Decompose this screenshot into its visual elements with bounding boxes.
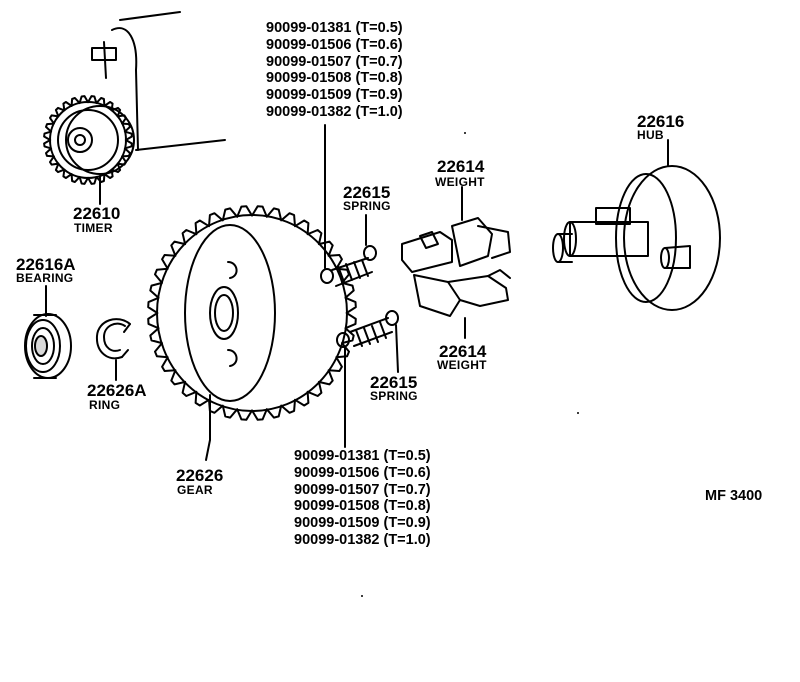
bearing-part: [24, 285, 72, 379]
ring-number: 22626A: [87, 381, 147, 400]
timer-part: [43, 11, 226, 185]
shim-list-upper: 90099-01381 (T=0.5) 90099-01506 (T=0.6) …: [266, 20, 403, 121]
timer-number: 22610: [73, 204, 121, 223]
shim-item: 90099-01508 (T=0.8): [294, 498, 431, 515]
shim-item: 90099-01509 (T=0.9): [294, 515, 431, 532]
weight-lower-number: 22614: [439, 342, 487, 361]
timer-name: TIMER: [74, 221, 113, 235]
weights-part: [401, 186, 511, 339]
weight-upper-name: WEIGHT: [435, 175, 485, 189]
shim-item: 90099-01507 (T=0.7): [266, 53, 403, 70]
shim-item: 90099-01382 (T=1.0): [294, 531, 431, 548]
weight-upper-number: 22614: [437, 157, 485, 176]
shim-item: 90099-01508 (T=0.8): [266, 70, 403, 87]
shims-and-springs: [320, 124, 399, 448]
shim-item: 90099-01506 (T=0.6): [294, 464, 431, 481]
shim-list-lower: 90099-01381 (T=0.5) 90099-01506 (T=0.6) …: [294, 448, 431, 549]
shim-item: 90099-01509 (T=0.9): [266, 87, 403, 104]
shim-item: 90099-01381 (T=0.5): [294, 448, 431, 464]
shim-item: 90099-01506 (T=0.6): [266, 36, 403, 53]
hub-name: HUB: [637, 128, 664, 142]
spring-upper-name: SPRING: [343, 199, 391, 213]
hub-number: 22616: [637, 112, 685, 131]
diagram-code: MF 3400: [705, 488, 763, 504]
weight-lower-name: WEIGHT: [437, 358, 487, 372]
bearing-number: 22616A: [16, 255, 76, 274]
gear-number: 22626: [176, 466, 224, 485]
gear-part: [147, 205, 357, 461]
ring-name: RING: [89, 398, 121, 412]
shim-item: 90099-01382 (T=1.0): [266, 103, 403, 120]
shim-item: 90099-01507 (T=0.7): [294, 481, 431, 498]
spring-upper-number: 22615: [343, 183, 391, 202]
ring-part: [95, 318, 131, 381]
spring-lower-number: 22615: [370, 373, 418, 392]
hub-part: [552, 139, 721, 311]
spring-lower-name: SPRING: [370, 389, 418, 403]
shim-item: 90099-01381 (T=0.5): [266, 20, 403, 36]
bearing-name: BEARING: [16, 271, 74, 285]
gear-name: GEAR: [177, 483, 213, 497]
